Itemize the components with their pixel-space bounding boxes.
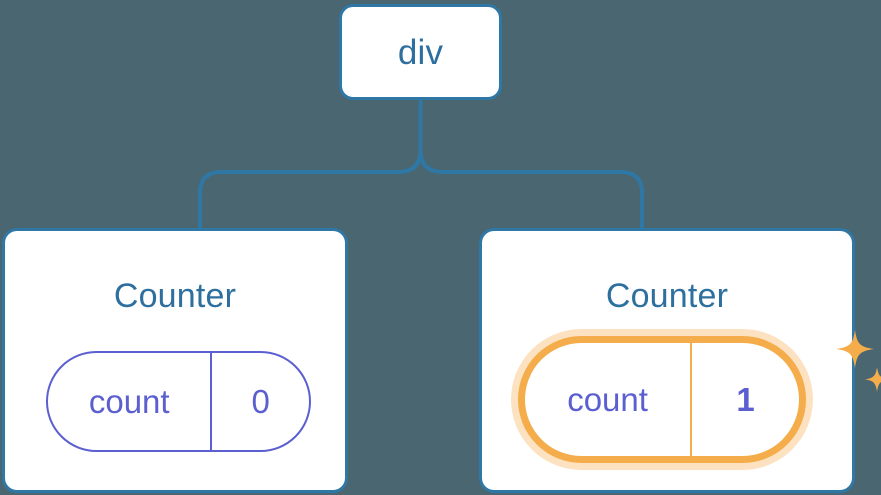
component-title: Counter	[605, 277, 729, 315]
component-card-counter-1[interactable]: Counter count 0	[2, 228, 348, 493]
component-card-counter-2[interactable]: Counter count 1	[479, 228, 881, 493]
connector-to-right-card	[418, 100, 644, 228]
component-title: Counter	[113, 277, 237, 315]
root-node-label: div	[397, 32, 444, 72]
connector-to-left-card	[198, 100, 423, 228]
state-value-label: 1	[736, 381, 755, 418]
state-pill-count-highlighted[interactable]: count 1	[518, 336, 806, 463]
state-pill-wrapper: count 1	[518, 330, 881, 463]
root-node-div[interactable]: div	[339, 4, 502, 100]
state-key-label: count	[48, 353, 213, 450]
state-value-label: 0	[251, 383, 270, 420]
sparkle-small-icon	[865, 367, 881, 392]
state-pill-count[interactable]: count 0	[46, 351, 311, 452]
sparkle-large-icon	[836, 330, 874, 368]
state-key-label: count	[525, 343, 693, 456]
sparkles-group	[836, 330, 881, 392]
state-pill-wrapper: count 0	[46, 351, 311, 452]
